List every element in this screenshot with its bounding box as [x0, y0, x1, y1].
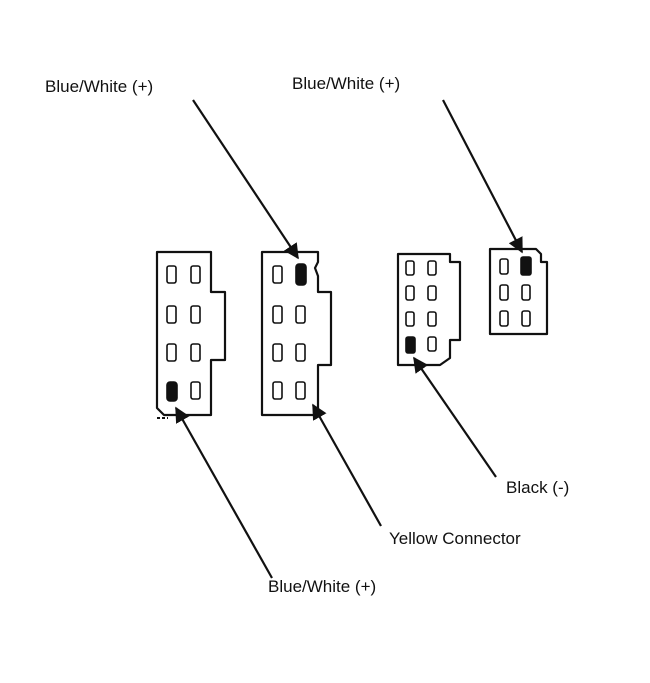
pin-blue-white	[166, 381, 178, 402]
pin-blue-white	[295, 263, 307, 286]
pin	[190, 343, 201, 362]
pin	[499, 284, 509, 301]
pin	[521, 310, 531, 327]
pin	[427, 311, 437, 327]
connector-2-yellow	[260, 250, 333, 417]
label-yellow-connector: Yellow Connector	[389, 529, 521, 548]
pin	[272, 305, 283, 324]
label-blue-white-top-left: Blue/White (+)	[45, 77, 153, 96]
pin	[499, 310, 509, 327]
leader-black	[413, 356, 497, 478]
pin-blue-white	[520, 256, 532, 276]
pin	[295, 343, 306, 362]
pin	[295, 381, 306, 400]
pin	[166, 343, 177, 362]
pin	[272, 381, 283, 400]
leader-bottom	[175, 406, 273, 579]
pin	[272, 265, 283, 284]
pin	[427, 336, 437, 352]
label-black: Black (-)	[506, 478, 569, 497]
pin	[405, 260, 415, 276]
pin	[272, 343, 283, 362]
pin	[405, 285, 415, 301]
pin	[427, 285, 437, 301]
pin	[499, 258, 509, 275]
pin	[295, 305, 306, 324]
label-blue-white-bottom: Blue/White (+)	[268, 577, 376, 596]
label-blue-white-top-right: Blue/White (+)	[292, 74, 400, 93]
leader-yellow	[312, 403, 382, 527]
connector-3	[396, 252, 462, 367]
leader-top-right	[442, 99, 523, 254]
pin	[166, 305, 177, 324]
pin	[166, 265, 177, 284]
pin	[190, 265, 201, 284]
pin-black	[405, 336, 416, 354]
pin	[190, 381, 201, 400]
pin	[427, 260, 437, 276]
pin	[190, 305, 201, 324]
pin	[405, 311, 415, 327]
leader-top-left	[192, 99, 299, 260]
connector-4	[488, 247, 549, 336]
connector-1	[155, 250, 227, 419]
pin	[521, 284, 531, 301]
